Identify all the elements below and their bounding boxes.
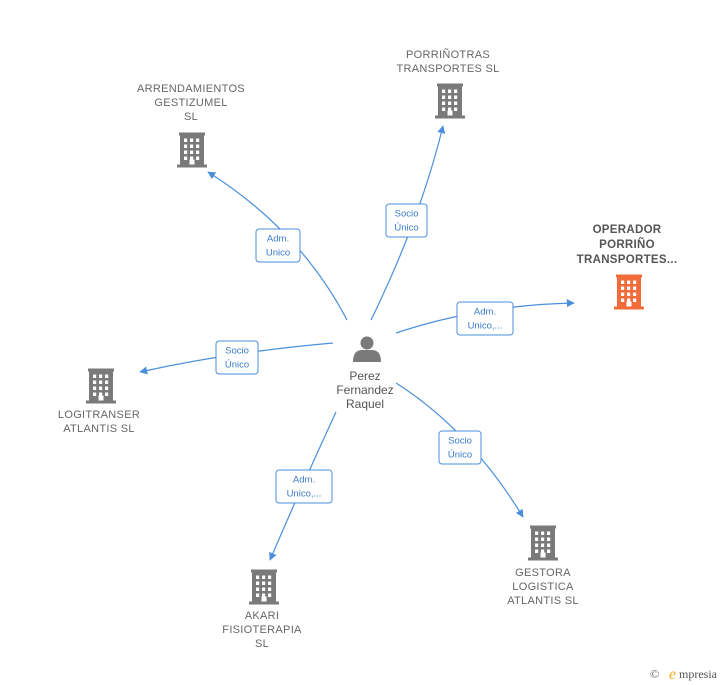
company-name-line: TRANSPORTES SL — [396, 63, 499, 75]
relationship-label-text: Único — [448, 450, 472, 461]
edges-layer: Adm.UnicoSocioÚnicoAdm.Unico,...SocioÚni… — [139, 125, 575, 561]
building-icon — [435, 83, 465, 119]
person-name-line: Fernandez — [336, 383, 393, 397]
company-name-line: LOGITRANSER — [58, 409, 140, 421]
building-icon — [249, 569, 279, 605]
company-name-line: PORRIÑO — [599, 238, 655, 251]
company-name-line: PORRIÑOTRAS — [406, 48, 490, 61]
person-name-line: Perez — [349, 369, 380, 383]
relationship-label-box[interactable] — [456, 301, 514, 336]
brand-initial: e — [669, 666, 676, 683]
relationship-label-text: Unico,... — [468, 321, 503, 332]
relationship-label-box[interactable] — [438, 430, 482, 465]
brand-logo: © e mpresia — [650, 666, 718, 683]
brand-name: mpresia — [679, 667, 718, 681]
relationship-edge-operador[interactable]: Adm. Unico,... — [395, 299, 575, 336]
relationship-label-box[interactable] — [385, 203, 428, 238]
person-icon — [353, 336, 381, 362]
building-icon — [528, 525, 558, 561]
company-name-line: ATLANTIS SL — [507, 595, 579, 607]
company-name-line: ARRENDAMIENTOS — [137, 83, 245, 95]
relationship-label-text: Unico,... — [287, 489, 322, 500]
copyright-symbol: © — [650, 667, 659, 681]
building-icon — [614, 274, 644, 310]
company-name-line: FISIOTERAPIA — [222, 624, 302, 636]
relationship-label-text: Socio — [225, 346, 249, 357]
company-name-line: LOGISTICA — [512, 581, 574, 593]
relationship-label-text: Adm. — [293, 475, 315, 486]
company-node-gestora[interactable]: GESTORA LOGISTICA ATLANTIS SL — [507, 525, 579, 608]
company-node-logitranser[interactable]: LOGITRANSER ATLANTIS SL — [58, 368, 140, 436]
company-name-line: OPERADOR — [593, 224, 662, 236]
company-node-akari[interactable]: AKARI FISIOTERAPIA SL — [222, 569, 302, 651]
relationship-label-text: Único — [394, 223, 418, 234]
person-name-line: Raquel — [346, 397, 384, 411]
company-name-line: SL — [255, 638, 269, 650]
relationship-edge-akari[interactable]: Adm. Unico,... — [269, 411, 337, 561]
relationship-label-box[interactable] — [255, 228, 301, 263]
building-icon — [177, 132, 207, 168]
relationship-edge-arrendamientos[interactable]: Adm. Unico — [207, 171, 348, 321]
company-name-line: GESTORA — [515, 567, 571, 579]
company-name-line: TRANSPORTES... — [577, 254, 678, 266]
company-name-line: GESTIZUMEL — [154, 97, 227, 109]
relationship-label-text: Adm. — [474, 307, 496, 318]
building-icon — [86, 368, 116, 404]
relationship-label-text: Socio — [395, 209, 419, 220]
company-name-line: AKARI — [245, 610, 280, 622]
company-name-line: ATLANTIS SL — [63, 423, 135, 435]
company-node-porrinotras[interactable]: PORRIÑOTRAS TRANSPORTES SL — [396, 48, 499, 119]
relationship-label-text: Único — [225, 360, 249, 371]
relationship-label-box[interactable] — [275, 469, 333, 504]
relationship-label-text: Unico — [266, 248, 290, 259]
relationship-label-text: Socio — [448, 436, 472, 447]
company-name-line: SL — [184, 111, 198, 123]
relationship-label-text: Adm. — [267, 234, 289, 245]
relationship-label-box[interactable] — [215, 340, 259, 375]
company-node-operador[interactable]: OPERADOR PORRIÑO TRANSPORTES... — [577, 224, 678, 310]
company-node-arrendamientos[interactable]: ARRENDAMIENTOS GESTIZUMEL SL — [137, 83, 245, 168]
